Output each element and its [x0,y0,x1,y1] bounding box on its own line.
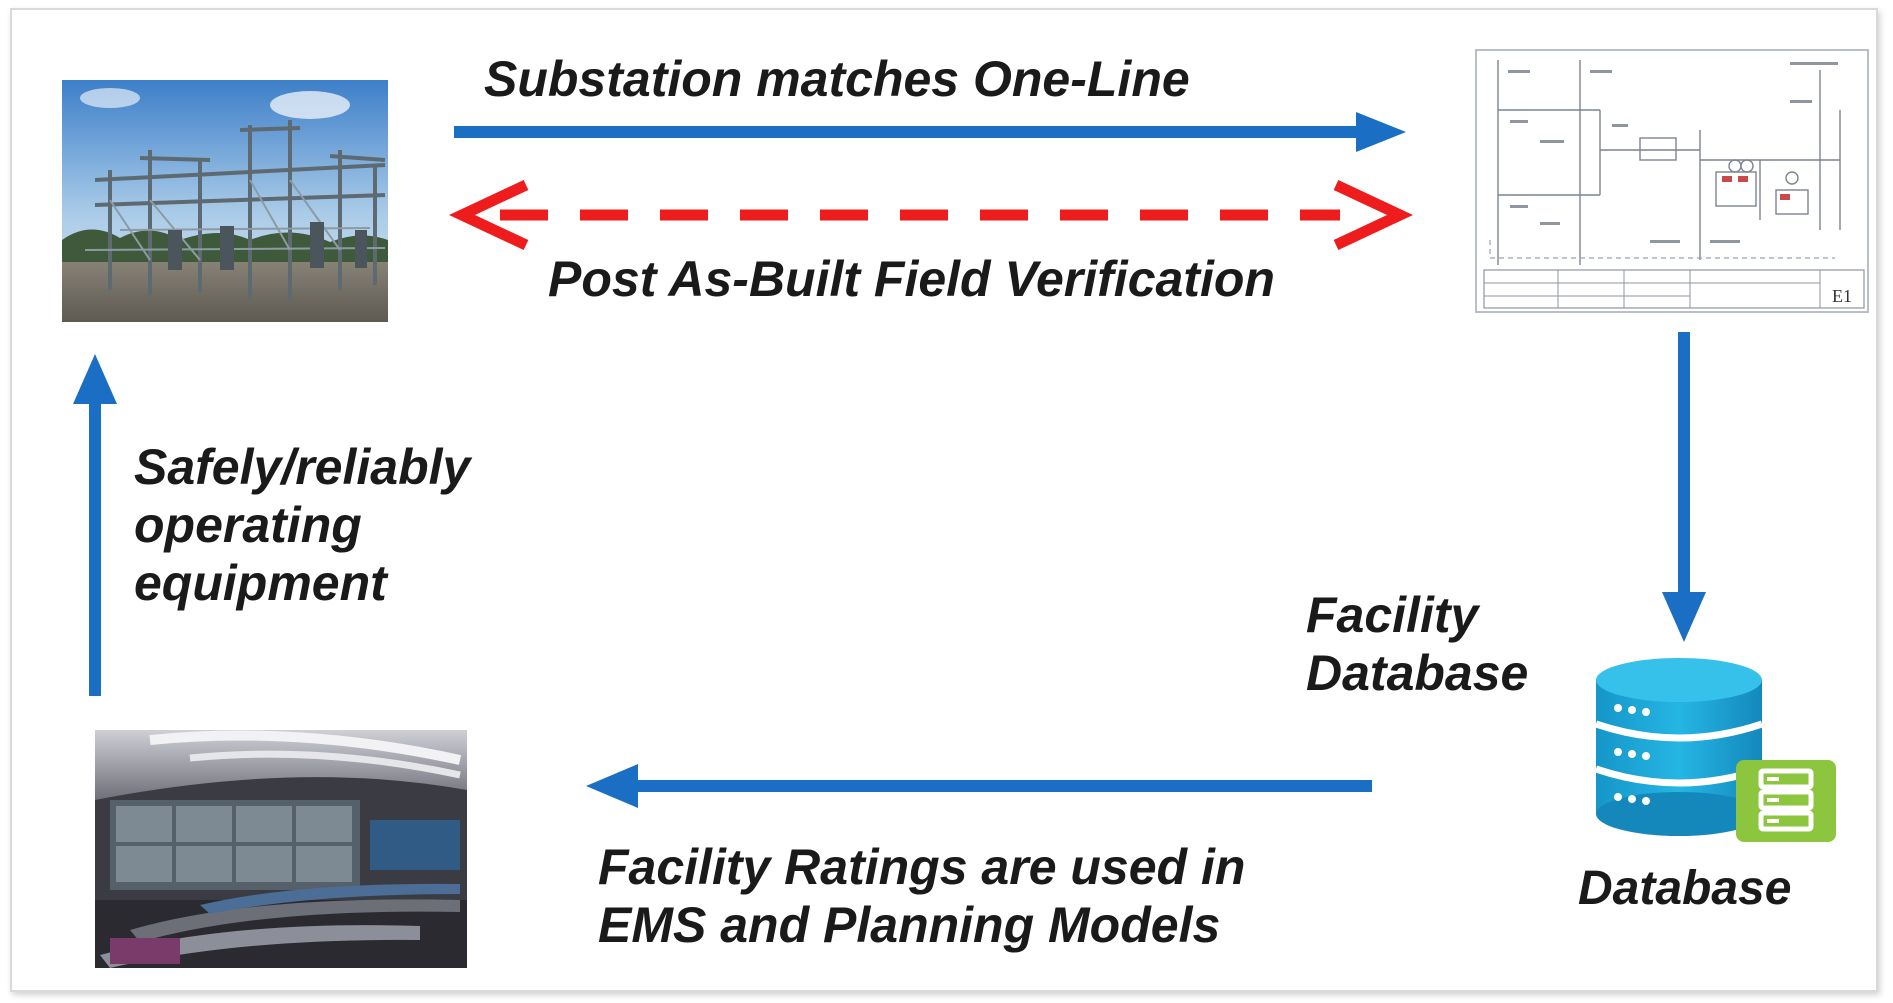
substation-photo [62,80,388,322]
label-facility-database: Facility Database [1306,587,1529,701]
title-block-id: E1 [1832,286,1852,306]
label-database: Database [1578,862,1792,915]
database-icon [1594,658,1836,842]
arrow-control-room-to-substation [73,354,117,696]
label-post-as-built: Post As-Built Field Verification [548,251,1275,307]
arrow-substation-to-oneline [454,112,1406,152]
label-substation-matches: Substation matches One-Line [484,51,1190,107]
arrow-oneline-to-database [1662,332,1706,642]
control-room-photo [95,730,467,968]
one-line-drawing: E1 [1475,49,1869,313]
arrow-database-to-control-room [586,764,1372,808]
arrow-field-verification [449,180,1413,250]
label-facility-ratings: Facility Ratings are used in EMS and Pla… [598,839,1246,953]
label-safely-operating: Safely/reliably operating equipment [134,439,471,611]
